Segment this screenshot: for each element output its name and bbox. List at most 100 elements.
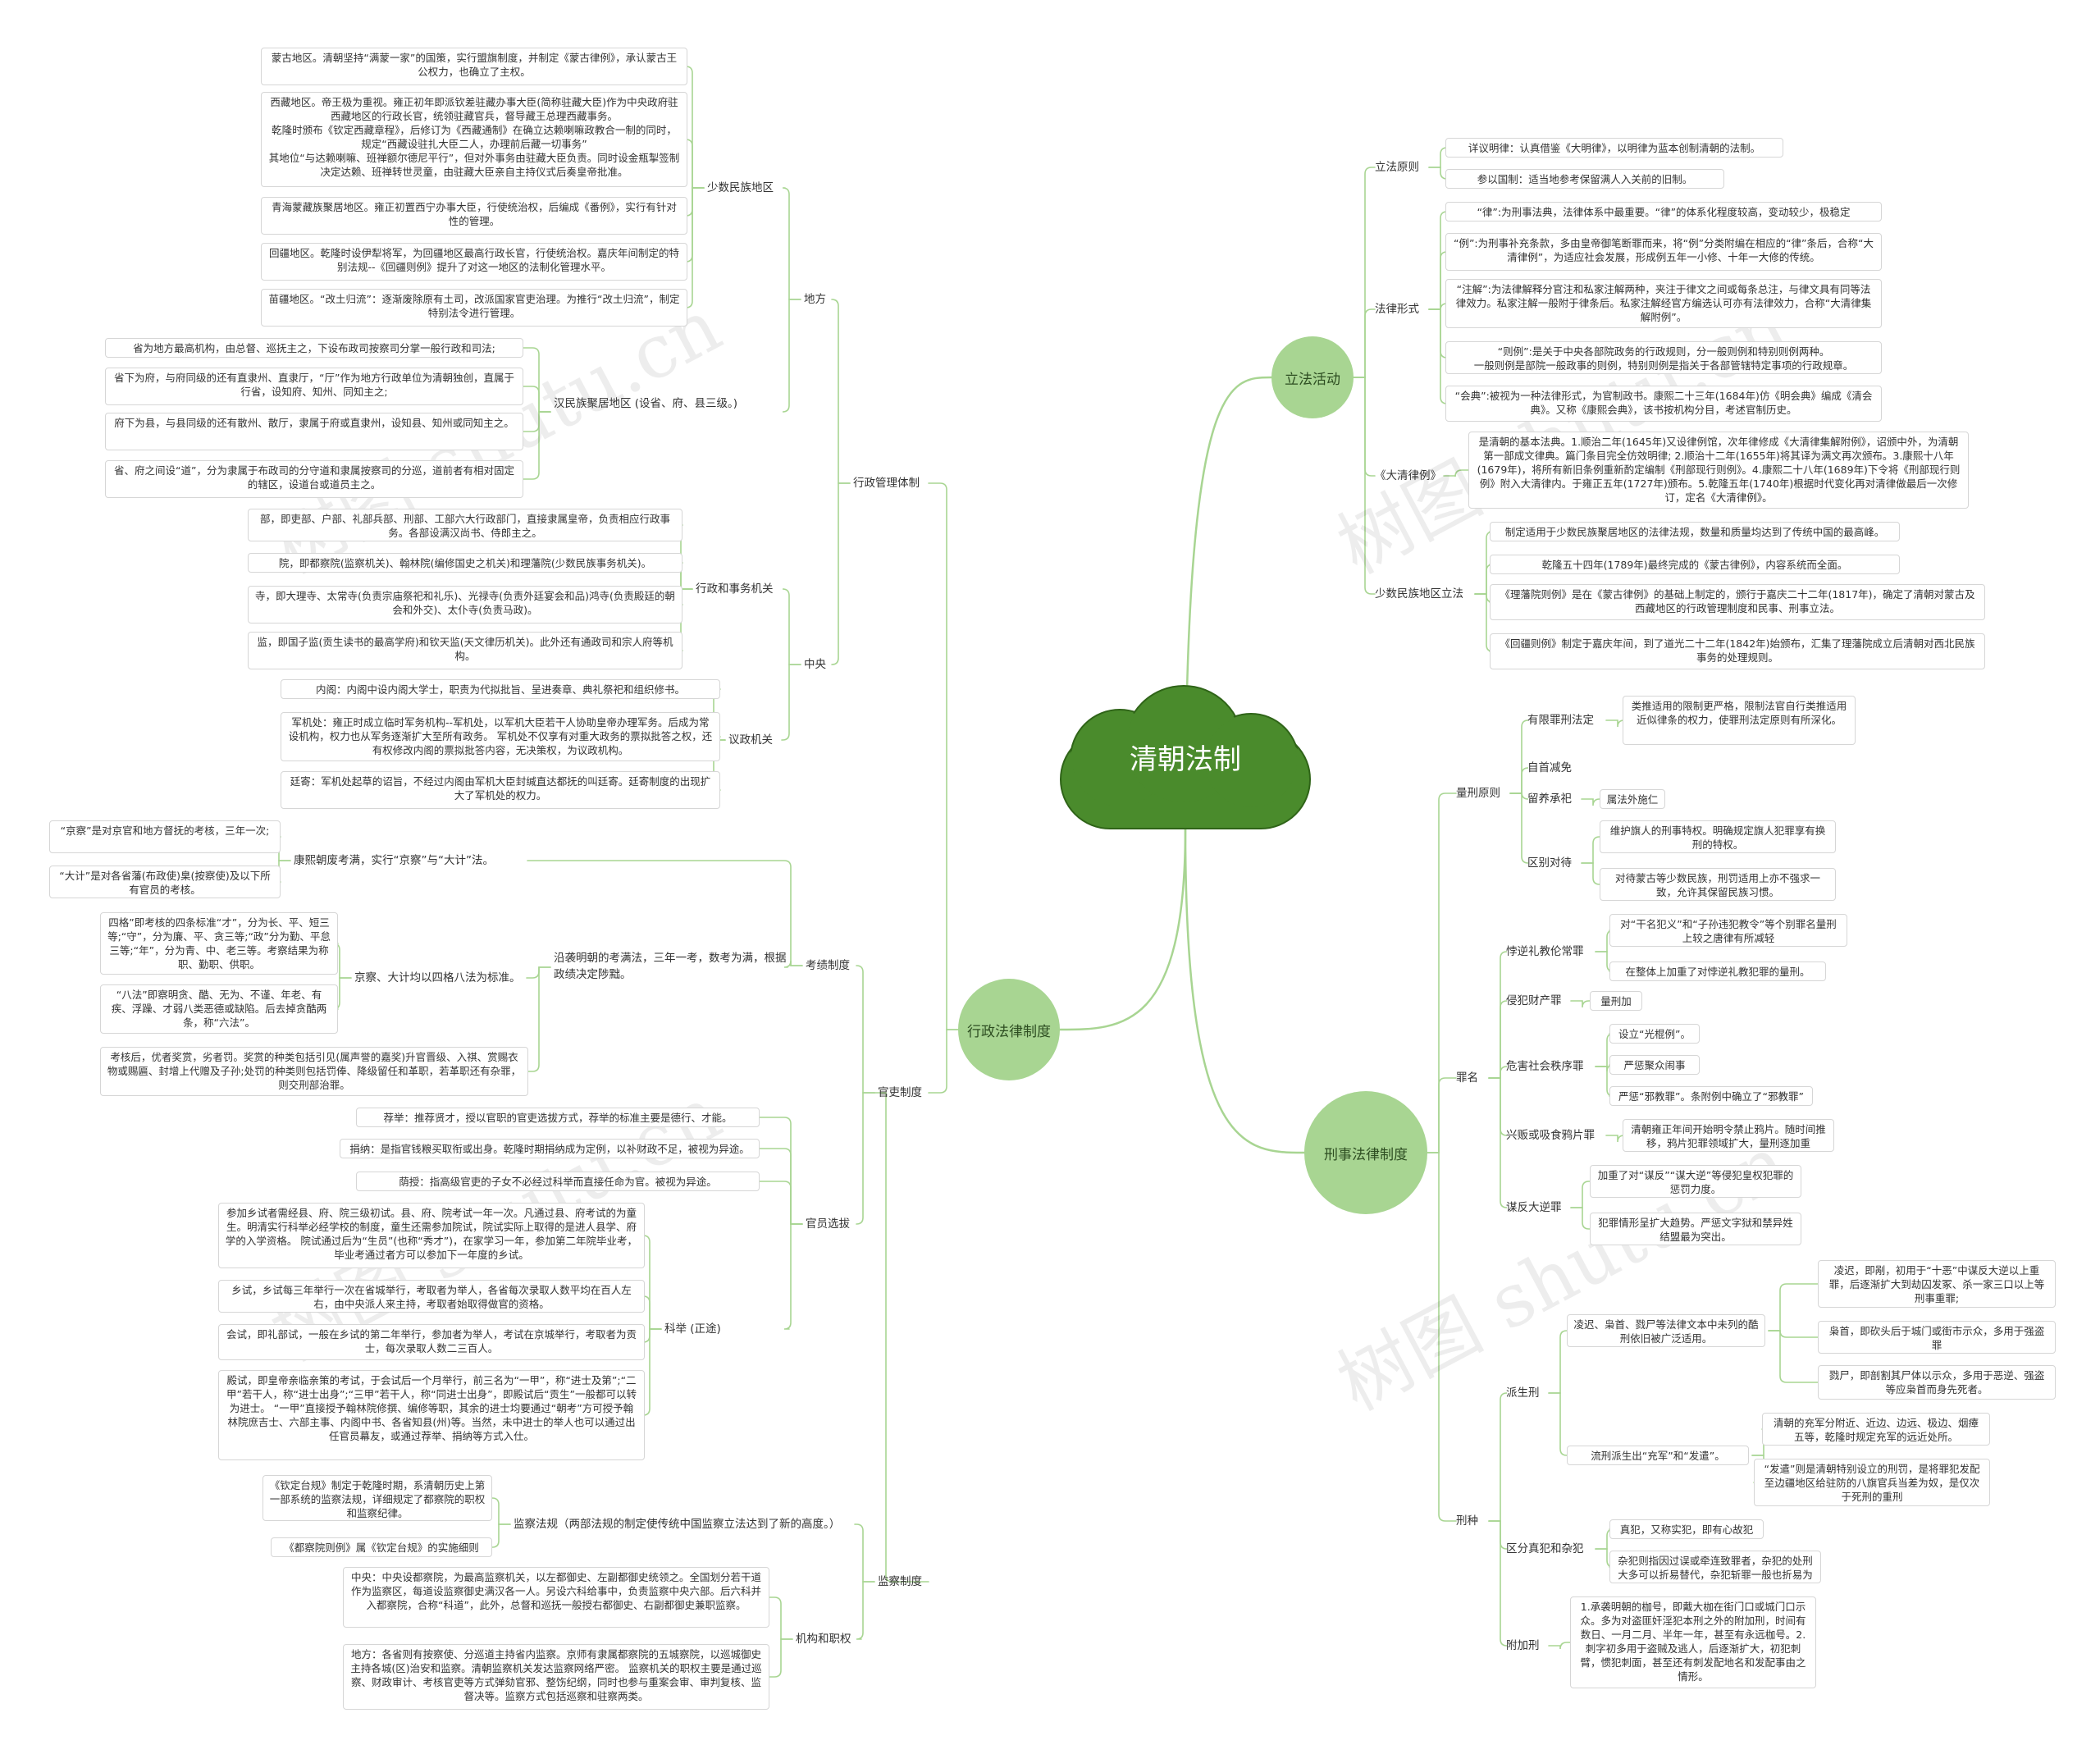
node-c2c[interactable]: “注解”:为法律解释分官注和私家注解两种，夹注于律文之间或每条总注，与律文具有同…: [1445, 279, 1882, 328]
node-c2b[interactable]: “例”:为刑事补充条款，多由皇帝御笔断罪而来，将“例”分类附编在相应的“律”条后…: [1445, 233, 1882, 271]
node-d3a1b[interactable]: 枭首，即砍头后于城门或街市示众，多用于强盗罪: [1818, 1321, 2056, 1354]
node-c1[interactable]: 立法原则: [1375, 161, 1419, 174]
node-c2e[interactable]: “会典”:被视为一种法律形式，为官制政书。康熙二十三年(1684年)仿《明会典》…: [1445, 386, 1882, 422]
node-b4a2[interactable]: 《都察院则例》属《钦定台规》的实施细则: [271, 1537, 492, 1557]
node-d2e[interactable]: 谋反大逆罪: [1506, 1201, 1562, 1214]
node-c2a[interactable]: “律”:为刑事法典，法律体系中最重要。“律”的体系化程度较高，变动较少，极稳定: [1445, 202, 1882, 222]
node-a2b3[interactable]: 廷寄：军机处起草的诏旨，不经过内阁由军机大臣封缄直达都抚的叫廷寄。廷寄制度的出现…: [281, 771, 720, 809]
node-a2b2[interactable]: 军机处：雍正时成立临时军务机构--军机处，以军机大臣若干人协助皇帝办理军务。后成…: [281, 712, 720, 761]
node-b2c[interactable]: 荫授：指高级官吏的子女不必经过科举而直接任命为官。被视为异途。: [356, 1172, 760, 1191]
node-b2b[interactable]: 捐纳：是指官钱粮买取衔或出身。乾隆时期捐纳成为定例，以补财政不足，被视为异途。: [340, 1139, 760, 1158]
node-d2d[interactable]: 兴贩或吸食鸦片罪: [1506, 1129, 1595, 1142]
node-d1b[interactable]: 自首减免: [1527, 761, 1572, 774]
node-c4b[interactable]: 乾隆五十四年(1789年)最终完成的《蒙古律例》，内容系统而全面。: [1490, 555, 1900, 574]
node-d1d2[interactable]: 对待蒙古等少数民族，刑罚适用上亦不强求一致，允许其保留民族习惯。: [1600, 868, 1836, 901]
node-a1b4[interactable]: 省、府之间设“道”，分为隶属于布政司的分守道和隶属按察司的分巡，道前者有相对固定…: [105, 460, 523, 498]
node-d1d1[interactable]: 维护旗人的刑事特权。明确规定旗人犯罪享有换刑的特权。: [1600, 820, 1836, 853]
node-d1a[interactable]: 有限罪刑法定: [1527, 714, 1594, 727]
node-b1c[interactable]: 京察、大计均以四格八法为标准。: [354, 971, 521, 984]
node-b4b1[interactable]: 中央：中央设都察院，为最高监察机关，以左都御史、左副都御史统领之。全国划分若干道…: [343, 1567, 769, 1628]
node-d3a1c[interactable]: 戮尸，即剖割其尸体以示众，多用于恶逆、强盗等应枭首而身先死者。: [1818, 1365, 2056, 1400]
node-a2a1[interactable]: 部，即吏部、户部、礼部兵部、刑部、工部六大行政部门，直接隶属皇帝，负责相应行政事…: [248, 509, 682, 541]
node-d3a1[interactable]: 凌迟、枭首、戮尸等法律文本中未列的酷刑依旧被广泛适用。: [1567, 1314, 1765, 1347]
node-d1c[interactable]: 留养承祀: [1527, 792, 1572, 806]
node-d3a2[interactable]: 流刑派生出“充军”和“发遣”。: [1567, 1446, 1749, 1465]
node-d1[interactable]: 量刑原则: [1456, 787, 1500, 800]
node-c2[interactable]: 法律形式: [1375, 303, 1419, 316]
node-d2a2[interactable]: 在整体上加重了对悖逆礼教犯罪的量刑。: [1609, 962, 1826, 981]
node-d2b1[interactable]: 量刑加重: [1590, 991, 1642, 1011]
node-b1d[interactable]: 考核后，优者奖赏，劣者罚。奖赏的种类包括引见(属声誉的嘉奖)升官晋级、入祺、赏赐…: [100, 1047, 528, 1096]
node-d2e1[interactable]: 加重了对“谋反”“谋大逆”等侵犯皇权犯罪的惩罚力度。: [1590, 1165, 1801, 1198]
node-d2a1[interactable]: 对“干名犯义”和“子孙违犯教令”等个别罪名量刑上较之唐律有所减轻: [1609, 914, 1847, 947]
branch-topic-2[interactable]: 立法活动: [1271, 336, 1354, 418]
node-d2c3[interactable]: 严惩“邪教罪”。条附例中确立了“邪教罪”: [1609, 1086, 1813, 1106]
node-b4a1[interactable]: 《钦定台规》制定于乾隆时期，系清朝历史上第一部系统的监察法规，详细规定了都察院的…: [262, 1475, 492, 1521]
node-a1a[interactable]: 少数民族地区: [707, 181, 774, 194]
node-c1b[interactable]: 参以国制：适当地参考保留满人入关前的旧制。: [1445, 169, 1724, 189]
node-d3a1a[interactable]: 凌迟，即剐，初用于“十恶”中谋反大逆以上重罪，后逐渐扩大到劫囚发冢、杀一家三口以…: [1818, 1260, 2056, 1308]
node-c4[interactable]: 少数民族地区立法: [1375, 587, 1463, 601]
node-a1b2[interactable]: 省下为府，与府同级的还有直隶州、直隶厅，“厅”作为地方行政单位为清朝独创，直属于…: [105, 368, 523, 405]
node-b2d1[interactable]: 参加乡试者需经县、府、院三级初试。县、府、院考试一年一次。凡通过县、府考试的为童…: [218, 1203, 645, 1268]
node-d2e2[interactable]: 犯罪情形呈扩大趋势。严惩文字狱和禁异姓结盟最为突出。: [1590, 1213, 1801, 1245]
node-b2d3[interactable]: 会试，即礼部试，一般在乡试的第二年举行，参加者为举人，考试在京城举行，考取者为贡…: [218, 1324, 645, 1360]
root-topic[interactable]: 清朝法制: [1054, 681, 1317, 833]
node-a1a5[interactable]: 苗疆地区。“改土归流”：逐渐废除原有土司，改派国家官吏治理。为推行“改土归流”，…: [261, 289, 687, 327]
node-a1a2[interactable]: 西藏地区。帝王极为重视。雍正初年即派钦差驻藏办事大臣(简称驻藏大臣)作为中央政府…: [261, 92, 687, 187]
node-a1a1[interactable]: 蒙古地区。清朝坚持“满蒙一家”的国策，实行盟旗制度，并制定《蒙古律例》，承认蒙古…: [261, 48, 687, 85]
node-b4[interactable]: 监察制度: [878, 1575, 922, 1588]
node-b2d2[interactable]: 乡试，乡试每三年举行一次在省城举行，考取者为举人，各省每次录取人数平均在百人左右…: [218, 1280, 645, 1313]
node-c2d[interactable]: “则例”:是关于中央各部院政务的行政规则，分一般则例和特别则例两种。 一般则例是…: [1445, 341, 1882, 374]
node-a1b[interactable]: 汉民族聚居地区 (设省、府、县三级。): [554, 397, 738, 410]
node-c3a[interactable]: 是清朝的基本法典。1.顺治二年(1645年)又设律例馆，次年律修成《大清律集解附…: [1468, 432, 1969, 509]
node-a2a2[interactable]: 院，即都察院(监察机关)、翰林院(编修国史之机关)和理藩院(少数民族事务机关)。: [248, 553, 682, 573]
node-b4a[interactable]: 监察法规（两部法规的制定使传统中国监察立法达到了新的高度。）: [514, 1518, 841, 1531]
node-b1c1[interactable]: 四格”即考核的四条标准“才”，分为长、平、短三等;“守”，分为廉、平、贪三等;“…: [100, 912, 338, 975]
node-b1[interactable]: 考绩制度: [806, 959, 850, 972]
node-b1a1[interactable]: “京察”是对京官和地方督抚的考核，三年一次;: [49, 820, 281, 853]
node-a1b1[interactable]: 省为地方最高机构，由总督、巡抚主之，下设布政司按察司分掌一般行政和司法;: [105, 338, 523, 358]
node-d3a2a[interactable]: 清朝的充军分附近、近边、边远、极边、烟瘴五等，乾隆时规定充军的远近处所。: [1762, 1413, 1990, 1446]
node-b2a[interactable]: 荐举：推荐贤才，授以官职的官吏选拔方式，荐举的标准主要是德行、才能。: [356, 1108, 760, 1127]
node-c4d[interactable]: 《回疆则例》制定于嘉庆年间，到了道光二十二年(1842年)始颁布，汇集了理藩院成…: [1490, 633, 1985, 669]
node-b3[interactable]: 官吏制度: [878, 1086, 922, 1099]
node-b4b[interactable]: 机构和职权: [796, 1633, 851, 1646]
node-a2b1[interactable]: 内阁：内阁中设内阁大学士，职责为代拟批旨、呈进奏章、典礼祭祀和组织修书。: [281, 679, 720, 699]
node-a1[interactable]: 地方: [804, 293, 826, 306]
node-b2d4[interactable]: 殿试，即皇帝亲临亲策的考试，于会试后一个月举行，前三名为“一甲”，称“进士及第”…: [218, 1370, 645, 1460]
node-d1d[interactable]: 区别对待: [1527, 856, 1572, 870]
node-d1c1[interactable]: 属法外施仁: [1600, 789, 1665, 809]
node-d1a1[interactable]: 类推适用的限制更严格，限制法官自行类推适用近似律条的权力，使罪刑法定原则有所深化…: [1623, 696, 1856, 745]
node-b1c2[interactable]: “八法”即察明贪、酷、无为、不谨、年老、有疾、浮躁、才弱八类恶德或缺陷。后去掉贪…: [100, 984, 338, 1034]
node-a1a4[interactable]: 回疆地区。乾隆时设伊犁将军，为回疆地区最高行政长官，行使统治权。嘉庆年间制定的特…: [261, 243, 687, 281]
node-d3a[interactable]: 派生刑: [1506, 1386, 1540, 1400]
node-d3b[interactable]: 区分真犯和杂犯: [1506, 1542, 1584, 1555]
node-d3c[interactable]: 附加刑: [1506, 1639, 1540, 1652]
node-a2a[interactable]: 行政和事务机关: [696, 582, 774, 596]
node-a2a3[interactable]: 寺，即大理寺、太常寺(负责宗庙祭祀和礼乐)、光禄寺(负责外廷宴会和品)鸿寺(负责…: [248, 586, 682, 623]
node-a2a4[interactable]: 监，即国子监(贡生读书的最高学府)和钦天监(天文律历机关)。此外还有通政司和宗人…: [248, 632, 682, 669]
node-d3c1[interactable]: 1.承袭明朝的枷号，即戴大枷在街门口或城门口示众。多为对盗匪奸淫犯本刑之外的附加…: [1570, 1596, 1816, 1688]
node-d2b[interactable]: 侵犯财产罪: [1506, 994, 1562, 1007]
node-b4b2[interactable]: 地方：各省则有按察使、分巡道主持省内监察。京师有隶属都察院的五城察院，以巡城御史…: [343, 1644, 769, 1710]
node-a1a3[interactable]: 青海蒙藏族聚居地区。雍正初置西宁办事大臣，行使统治权，后编成《番例》，实行有针对…: [261, 197, 687, 235]
node-b1a[interactable]: 康熙朝废考满，实行“京察”与“大计”法。: [294, 854, 494, 867]
node-b2d[interactable]: 科举 (正途): [664, 1322, 721, 1336]
node-b1a2[interactable]: “大计”是对各省藩(布政使)臬(按察使)及以下所有官员的考核。: [49, 866, 281, 898]
node-a2[interactable]: 中央: [804, 658, 826, 671]
node-d3[interactable]: 刑种: [1456, 1514, 1478, 1528]
node-c4a[interactable]: 制定适用于少数民族聚居地区的法律法规，数量和质量均达到了传统中国的最高峰。: [1490, 522, 1900, 541]
node-d2c2[interactable]: 严惩聚众闹事者。: [1609, 1055, 1700, 1075]
node-d2[interactable]: 罪名: [1456, 1071, 1478, 1085]
node-d2c1[interactable]: 设立“光棍例”。: [1609, 1024, 1700, 1044]
node-d2c[interactable]: 危害社会秩序罪: [1506, 1060, 1584, 1073]
node-a3[interactable]: 行政管理体制: [853, 477, 920, 490]
branch-topic-1[interactable]: 行政法律制度: [958, 979, 1060, 1080]
node-c3[interactable]: 《大清律例》: [1375, 469, 1441, 482]
node-d3b2[interactable]: 杂犯则指因过误或牵连致罪者，杂犯的处刑大多可以折易替代，杂犯斩罪一般也折易为徒刑: [1609, 1551, 1821, 1583]
node-c4c[interactable]: 《理藩院则例》是在《蒙古律例》的基础上制定的，颁行于嘉庆二十二年(1817年)，…: [1490, 584, 1985, 620]
branch-topic-3[interactable]: 刑事法律制度: [1304, 1091, 1427, 1214]
node-d2a[interactable]: 悖逆礼教伦常罪: [1506, 945, 1584, 958]
node-a2b[interactable]: 议政机关: [728, 733, 773, 747]
